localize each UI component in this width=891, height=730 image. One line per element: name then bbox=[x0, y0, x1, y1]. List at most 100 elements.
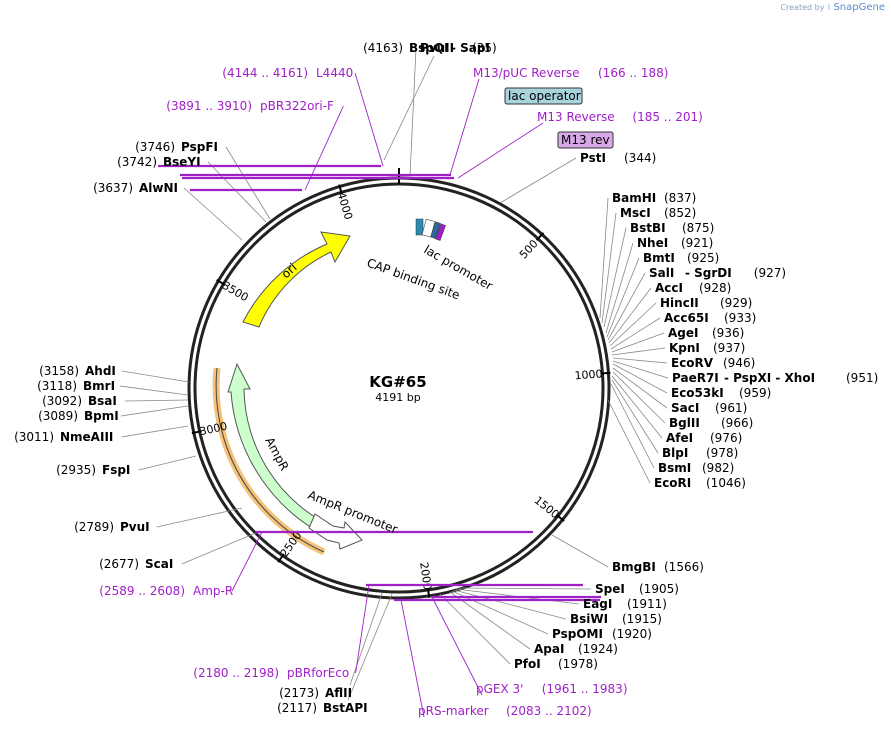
svg-text:(2789): (2789) bbox=[74, 520, 114, 534]
leader-nmeaiii bbox=[121, 425, 189, 438]
tick-1000 bbox=[600, 371, 611, 375]
svg-text:BamHI: BamHI bbox=[612, 191, 656, 205]
site-label-bstbi: BstBI(875) bbox=[630, 221, 714, 235]
site-label-ahdi: (3158)AhdI bbox=[39, 364, 116, 378]
svg-text:(959): (959) bbox=[739, 386, 771, 400]
leader-kpni bbox=[611, 347, 666, 356]
leader-bmri bbox=[119, 385, 189, 396]
svg-text:(3637): (3637) bbox=[93, 181, 133, 195]
svg-text:PspOMI: PspOMI bbox=[552, 627, 603, 641]
site-label-saci: SacI(961) bbox=[671, 401, 747, 415]
tick-3500 bbox=[216, 279, 226, 286]
site-label-hincii: HincII (929) bbox=[660, 296, 752, 310]
svg-text:(946): (946) bbox=[723, 356, 755, 370]
site-label-bmti: BmtI(925) bbox=[643, 251, 719, 265]
site-label-msci: MscI(852) bbox=[620, 206, 696, 220]
lac-operator-label-box bbox=[504, 87, 583, 105]
svg-text:(1920): (1920) bbox=[612, 627, 652, 641]
svg-text:(936): (936) bbox=[712, 326, 744, 340]
leader-bsai bbox=[124, 399, 189, 402]
svg-text:(1961 .. 1983): (1961 .. 1983) bbox=[542, 682, 628, 696]
svg-text:L4440: L4440 bbox=[316, 66, 353, 80]
svg-text:pRS-marker: pRS-marker bbox=[418, 704, 489, 718]
plasmid-name: KG#65 bbox=[369, 373, 426, 391]
svg-text:(1566): (1566) bbox=[664, 560, 704, 574]
leader-pvuii bbox=[409, 47, 417, 177]
svg-text:(2589 .. 2608): (2589 .. 2608) bbox=[99, 584, 185, 598]
leader-saci bbox=[612, 367, 668, 409]
site-label-pvui: (2789)PvuI bbox=[74, 520, 150, 534]
site-label-bseyi: (3742)BseYI bbox=[117, 155, 201, 169]
site-label-acci: AccI(928) bbox=[655, 281, 731, 295]
site-label-pvuii: PvuII(35) bbox=[420, 41, 497, 55]
leader-nhei bbox=[605, 242, 634, 334]
primer-leader-4 bbox=[431, 596, 483, 696]
site-label-blpi: BlpI(978) bbox=[662, 446, 738, 460]
svg-text:BmgBI: BmgBI bbox=[612, 560, 656, 574]
svg-text:(929): (929) bbox=[720, 296, 752, 310]
leader-bseyi bbox=[207, 161, 267, 223]
leader-ecori bbox=[607, 399, 651, 484]
site-label-bglii: BglII(966) bbox=[669, 416, 753, 430]
leader-paer7i bbox=[612, 360, 669, 379]
svg-text:BstAPI: BstAPI bbox=[323, 701, 368, 715]
site-label-aflii: (2173) AflII bbox=[279, 686, 352, 700]
leader-acci bbox=[608, 287, 652, 344]
primer-label-l4440: (4144 .. 4161)L4440 bbox=[222, 66, 353, 80]
site-label-agei: AgeI(936) bbox=[668, 326, 744, 340]
leader-bstbi bbox=[603, 227, 627, 328]
svg-text:- SgrDI: - SgrDI bbox=[685, 266, 732, 280]
tick-label-3000: 3000 bbox=[198, 420, 228, 439]
svg-text:(166 .. 188): (166 .. 188) bbox=[598, 66, 668, 80]
site-label-bstapi: (2117) BstAPI bbox=[277, 701, 367, 715]
tick-2500 bbox=[277, 553, 285, 563]
tick-1500 bbox=[555, 513, 565, 522]
svg-text:ScaI: ScaI bbox=[145, 557, 173, 571]
feature-lac-promoter-box bbox=[421, 218, 436, 238]
svg-text:BseYI: BseYI bbox=[163, 155, 201, 169]
feature-orange-arc-line bbox=[215, 367, 325, 553]
svg-text:NmeAIII: NmeAIII bbox=[60, 430, 113, 444]
svg-text:(852): (852) bbox=[664, 206, 696, 220]
leader-bglii bbox=[612, 371, 666, 424]
primer-leader-0 bbox=[354, 72, 384, 167]
svg-text:AflII: AflII bbox=[325, 686, 352, 700]
site-label-bmgbi: BmgBI (1566) bbox=[612, 560, 704, 574]
svg-text:BspQI: BspQI bbox=[409, 41, 449, 55]
tick-500 bbox=[535, 232, 545, 241]
credit-prefix: Created by bbox=[780, 3, 825, 12]
site-labels: (4163)BspQI - SapIPvuII(35)PstI(344)BamH… bbox=[14, 41, 878, 715]
svg-text:HincII: HincII bbox=[660, 296, 699, 310]
feature-cap-binding-box bbox=[415, 218, 424, 236]
tick-4000 bbox=[338, 184, 343, 195]
tick-label-4000: 4000 bbox=[335, 191, 355, 222]
credit-brand: SnapGene bbox=[833, 2, 885, 13]
site-label-bsmi: BsmI(982) bbox=[658, 461, 734, 475]
svg-text:BsmI: BsmI bbox=[658, 461, 691, 475]
svg-text:(2117): (2117) bbox=[277, 701, 317, 715]
leader-bpmi bbox=[120, 405, 189, 417]
site-label-paer7i: PaeR7I - PspXI - XhoI(951) bbox=[672, 371, 878, 385]
site-label-psti: PstI(344) bbox=[580, 151, 656, 165]
leader-alwni bbox=[183, 187, 243, 241]
svg-text:(927): (927) bbox=[754, 266, 786, 280]
site-label-afei: AfeI(976) bbox=[666, 431, 742, 445]
svg-text:SalI: SalI bbox=[649, 266, 674, 280]
svg-text:AccI: AccI bbox=[655, 281, 683, 295]
site-label-nhei: NheI(921) bbox=[637, 236, 713, 250]
leader-msci bbox=[601, 212, 617, 324]
leader-scai bbox=[181, 531, 259, 565]
leader-pspfi bbox=[225, 146, 271, 220]
site-label-ecorv: EcoRV(946) bbox=[671, 356, 755, 370]
svg-text:(2173): (2173) bbox=[279, 686, 319, 700]
svg-text:(3092): (3092) bbox=[42, 394, 82, 408]
snapgene-logo-icon: ⌇ bbox=[826, 3, 831, 12]
leader-bsiwi bbox=[453, 589, 567, 620]
snapgene-credit: Created by ⌇ SnapGene bbox=[780, 2, 885, 13]
site-label-apai: ApaI(1924) bbox=[534, 642, 618, 656]
feature-ori-arrow bbox=[242, 231, 351, 328]
site-label-pspomi: PspOMI (1920) bbox=[552, 627, 652, 641]
svg-text:Eco53kI: Eco53kI bbox=[671, 386, 724, 400]
leader-spei bbox=[457, 587, 592, 590]
